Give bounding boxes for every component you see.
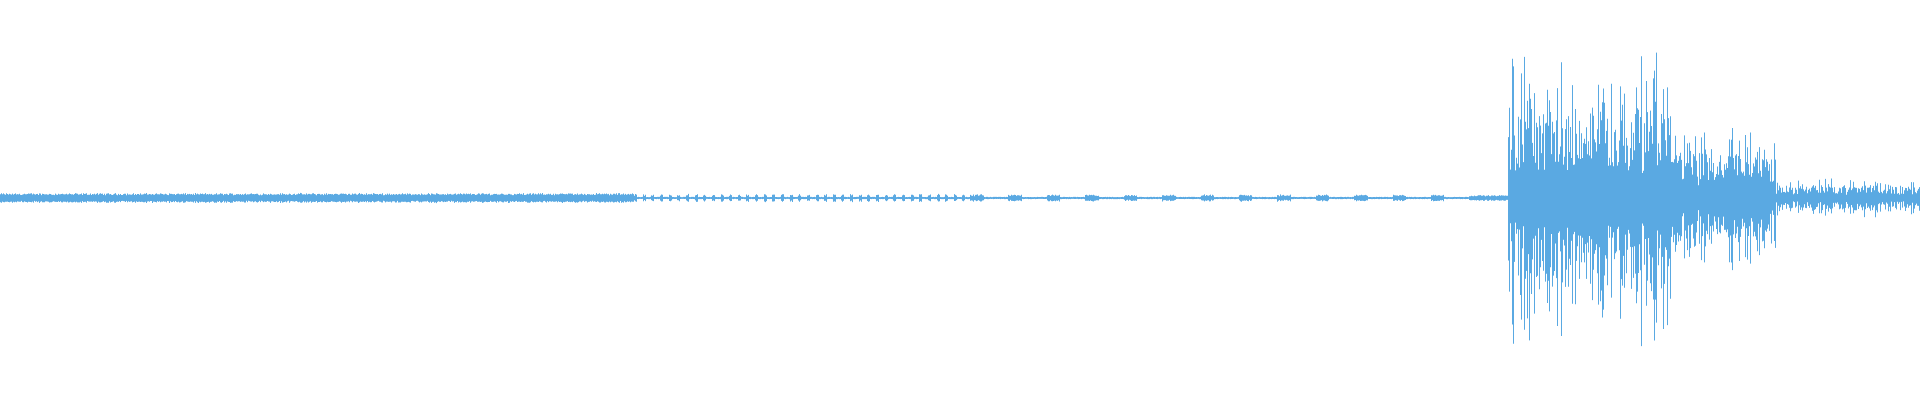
waveform-samples — [0, 52, 1920, 347]
waveform-path — [0, 52, 1920, 347]
